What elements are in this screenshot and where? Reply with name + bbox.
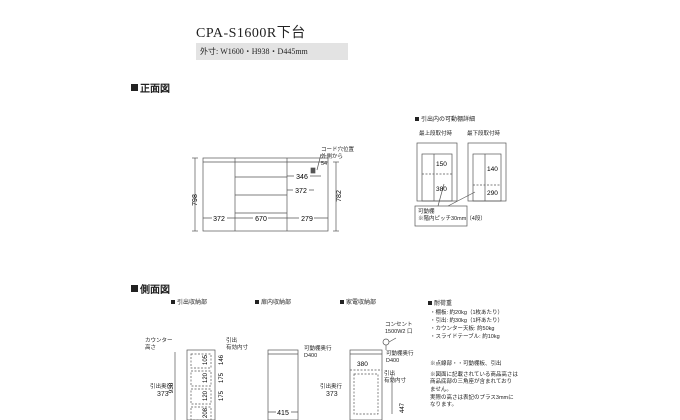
square-bullet-icon	[428, 300, 432, 305]
cabinet-side	[267, 349, 299, 420]
cabinet-side	[349, 349, 383, 420]
drawer-inner-label: 引出 有効内寸	[226, 338, 249, 351]
movable-shelf-depth-label: 可動棚奥行 D400	[304, 346, 332, 359]
note-line: ※図面に記載されている商品高さは	[430, 371, 518, 378]
inner-dim-1: 105	[203, 354, 209, 365]
side-sub1-heading: 引出収納部	[171, 297, 207, 306]
dim-372-left: 372	[213, 216, 225, 223]
cord-hole-marker	[310, 167, 316, 174]
leader-left	[437, 183, 445, 207]
front-view-drawing: 798 782 372 670 279 346 372	[192, 153, 343, 232]
load-item: ・カウンター天板: 約50kg	[430, 325, 495, 332]
product-title: CPA-S1600R下台	[196, 26, 306, 41]
load-capacity-heading: 耐荷重	[428, 298, 452, 307]
note-box	[414, 205, 468, 227]
shelf-detail-heading: 引出内の可動棚詳細	[415, 114, 475, 123]
dim-290: 290	[487, 190, 498, 197]
dim-140: 140	[487, 166, 498, 173]
dim-150: 150	[436, 161, 447, 168]
cabinet-side	[186, 349, 216, 420]
front-view-heading-text: 正面図	[140, 84, 170, 95]
cabinet-outline	[202, 157, 329, 232]
side-sub2-drawing: 415	[267, 349, 299, 420]
dim-798: 798	[192, 194, 199, 206]
note-line: ※点線部・・可動棚板、引出	[430, 361, 502, 367]
square-bullet-icon	[131, 84, 138, 91]
outlet-icon	[382, 338, 390, 346]
dim-372-right: 372	[295, 188, 307, 195]
inner-dim-4: 208	[203, 407, 209, 418]
outer-dim-2: 175	[219, 372, 225, 383]
counter-height-label: カウンター 高さ	[145, 338, 173, 351]
outer-dim-1: 146	[219, 354, 225, 365]
note-line: ません。	[430, 387, 452, 394]
notes: ※点線部・・可動棚板、引出 ※図面に記載されている商品高さは 商品底部の三角座が…	[430, 361, 518, 410]
side-sub3-drawing: 380 447	[349, 337, 406, 420]
square-bullet-icon	[255, 299, 259, 304]
top-position-label: 最上段取付時	[419, 131, 453, 137]
dim-346: 346	[296, 174, 308, 181]
shelf-note: 可動棚 ※階内ピッチ30mm（4段）	[418, 209, 486, 222]
square-bullet-icon	[340, 299, 344, 304]
side-view-heading: 側面図	[131, 281, 170, 296]
note-line: 商品底部の三角座が含まれており	[430, 379, 513, 386]
dim-279: 279	[301, 216, 313, 223]
drawer-depth-label: 引出奥行	[150, 384, 173, 390]
dim-380: 380	[436, 186, 447, 193]
dim-670: 670	[255, 216, 267, 223]
side-sub2-heading: 扉内収納部	[255, 297, 291, 306]
leader-right	[447, 191, 476, 207]
load-item: ・スライドテーブル: 約10kg	[430, 333, 500, 340]
outer-dim-3: 175	[219, 390, 225, 401]
drawer-depth-label-2: 引出奥行	[320, 384, 343, 390]
outlet-label: コンセント 1500W2 口	[385, 322, 413, 335]
dim-380-side: 380	[357, 361, 368, 368]
load-item: ・引出: 約30kg（1杯あたり）	[430, 317, 504, 324]
drawer-depth-value: 373	[157, 391, 169, 398]
note-line: なります。	[430, 402, 457, 409]
note-line: 実際の高さは表記のプラス3mmに	[430, 394, 514, 401]
square-bullet-icon	[171, 299, 175, 304]
dim-782: 782	[336, 190, 343, 202]
bottom-position-label: 最下段取付時	[467, 131, 501, 137]
dim-415: 415	[277, 410, 289, 417]
dim-447: 447	[400, 402, 406, 413]
inner-dim-3: 120	[203, 390, 209, 401]
drawer-depth-value-2: 373	[326, 391, 338, 398]
side-sub1-drawing: 938 105 120 120 208 146 175 175	[168, 349, 225, 420]
load-item: ・棚板: 約20kg（1枚あたり）	[430, 310, 504, 316]
square-bullet-icon	[131, 285, 138, 292]
cord-hole-note: コード穴位置 外側から 54	[321, 147, 355, 167]
shelf-detail-drawing: 150 380 140 290	[414, 142, 507, 227]
drawer-inner-label-2: 引出 有効内寸	[384, 371, 407, 384]
cord-leader-line	[316, 153, 322, 171]
inner-dim-2: 120	[203, 372, 209, 383]
side-sub3-heading: 家電収納部	[340, 297, 376, 306]
front-view-heading: 正面図	[131, 80, 170, 95]
movable-shelf-depth-label-2: 可動棚奥行 D400	[386, 351, 414, 364]
dimensions-bar: 外寸: W1600・H938・D445mm	[196, 43, 348, 60]
dim-938: 938	[168, 382, 175, 393]
load-capacity-list: ・棚板: 約20kg（1枚あたり） ・引出: 約30kg（1杯あたり） ・カウン…	[430, 310, 503, 342]
square-bullet-icon	[415, 116, 419, 121]
